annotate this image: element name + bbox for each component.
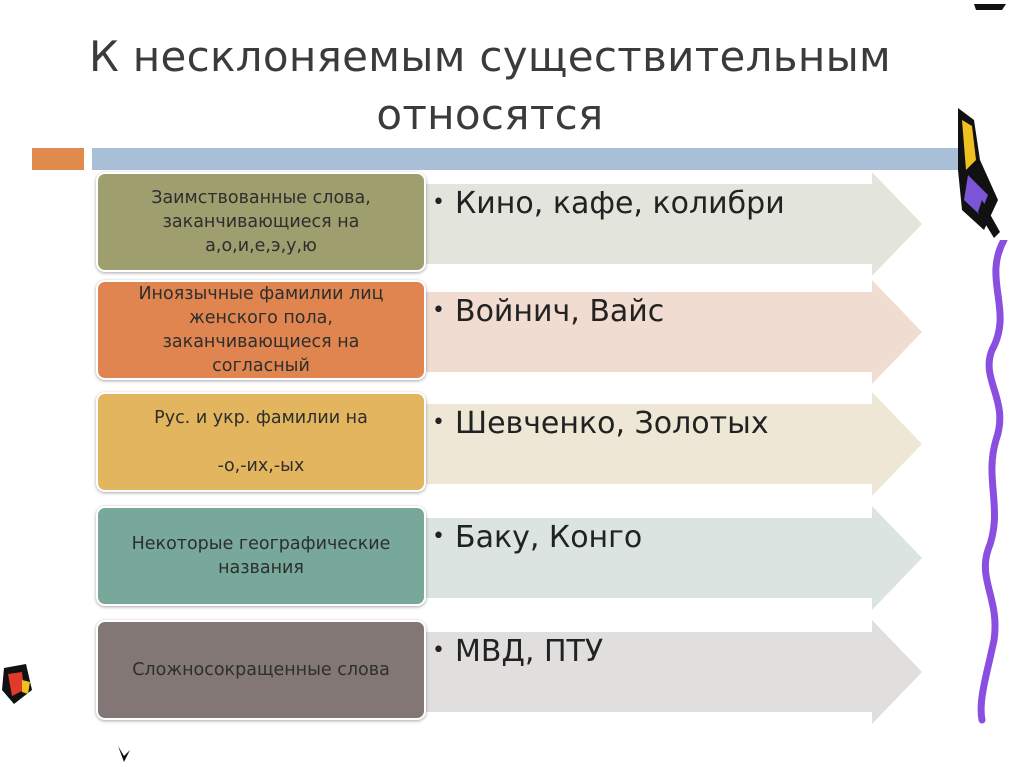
slide-title: К несклоняемым существительным относятся (60, 28, 920, 144)
example-text: Войнич, Вайс (454, 294, 665, 329)
category-row: Иноязычные фамилии лиц женского пола, за… (96, 280, 926, 384)
bullet-icon: • (432, 190, 445, 215)
category-label: Сложносокращенные слова (132, 660, 390, 680)
clipart-left-icon (2, 664, 32, 704)
example-item: • Шевченко, Золотых (432, 406, 769, 441)
category-label: Некоторые географические названия (131, 534, 391, 578)
category-label: Заимствованные слова, заканчивающиеся на… (151, 188, 371, 256)
accent-bar-orange (32, 148, 84, 170)
example-text: Шевченко, Золотых (454, 406, 769, 441)
bullet-icon: • (432, 410, 445, 435)
title-line-1: К несклоняемым существительным (88, 32, 892, 81)
category-box: Иноязычные фамилии лиц женского пола, за… (96, 280, 426, 380)
example-text: Кино, кафе, колибри (454, 186, 785, 221)
bullet-icon: • (432, 524, 445, 549)
category-box: Заимствованные слова, заканчивающиеся на… (96, 172, 426, 272)
category-box: Рус. и укр. фамилии на -о,-их,-ых (96, 392, 426, 492)
category-label: Рус. и укр. фамилии на -о,-их,-ых (154, 408, 368, 476)
arrow-shape (396, 392, 922, 496)
category-box: Некоторые географические названия (96, 506, 426, 606)
example-text: МВД, ПТУ (454, 634, 604, 669)
bullet-icon: • (432, 638, 445, 663)
clipart-top-right-icon (958, 4, 1006, 238)
example-text: Баку, Конго (454, 520, 643, 555)
example-item: • Войнич, Вайс (432, 294, 664, 329)
category-box: Сложносокращенные слова (96, 620, 426, 720)
arrow-shape (396, 280, 922, 384)
arrow-shape (396, 172, 922, 276)
arrow-shape (396, 620, 922, 724)
accent-bar-blue (92, 148, 958, 170)
arrow-shape (396, 506, 922, 610)
category-label: Иноязычные фамилии лиц женского пола, за… (138, 284, 384, 376)
bullet-icon: • (432, 298, 445, 323)
clipart-bottom-icon (118, 746, 130, 762)
purple-squiggle-icon (977, 240, 1008, 724)
category-row: Сложносокращенные слова • МВД, ПТУ (96, 620, 926, 724)
example-item: • Баку, Конго (432, 520, 642, 555)
category-row: Заимствованные слова, заканчивающиеся на… (96, 172, 926, 276)
title-line-2: относятся (376, 90, 604, 139)
example-item: • Кино, кафе, колибри (432, 186, 785, 221)
example-item: • МВД, ПТУ (432, 634, 603, 669)
category-row: Рус. и укр. фамилии на -о,-их,-ых • Шевчен… (96, 392, 926, 496)
category-row: Некоторые географические названия • Баку, … (96, 506, 926, 610)
